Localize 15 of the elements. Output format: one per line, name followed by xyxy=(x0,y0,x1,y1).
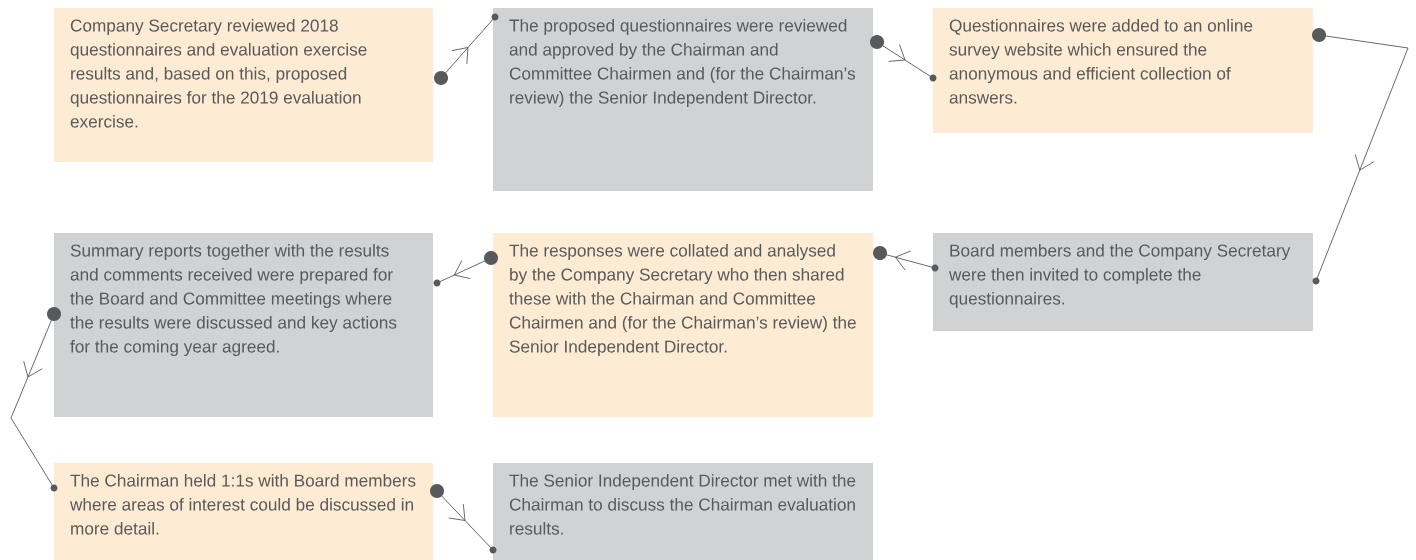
process-box: Summary reports together with the results and comments received were prepared for the Board and Committee meetings where the results were discussed and key actions for the coming year agreed. xyxy=(54,233,433,417)
arrow xyxy=(434,13,499,85)
arrow xyxy=(10,307,61,492)
process-box: Company Secretary reviewed 2018 questionnaires and evaluation exercise results and, based on this, proposed questionnaires for the 2019 evaluation exercise. xyxy=(54,8,433,162)
arrow xyxy=(433,251,498,287)
process-box: The Senior Independent Director met with the Chairman to discuss the Chairman evaluation results. xyxy=(493,463,873,560)
process-box: The responses were collated and analysed by the Company Secretary who then shared these with the Chairman and Committee Chairmen and (for the Chairman’s review) the Senior Independent Director. xyxy=(493,233,873,417)
arrow xyxy=(430,484,497,554)
process-box: Board members and the Company Secretary were then invited to complete the questionnaires. xyxy=(933,233,1313,331)
arrow xyxy=(1312,28,1409,285)
process-box: The proposed questionnaires were reviewed and approved by the Chairman and Committee Chairmen and (for the Chairman’s review) the Senior Independent Director. xyxy=(493,8,873,191)
process-box: The Chairman held 1:1s with Board members where areas of interest could be discussed in more detail. xyxy=(54,463,433,560)
process-box: Questionnaires were added to an online survey website which ensured the anonymous and efficient collection of answers. xyxy=(933,8,1313,133)
arrow xyxy=(873,246,939,272)
arrow xyxy=(870,35,937,82)
